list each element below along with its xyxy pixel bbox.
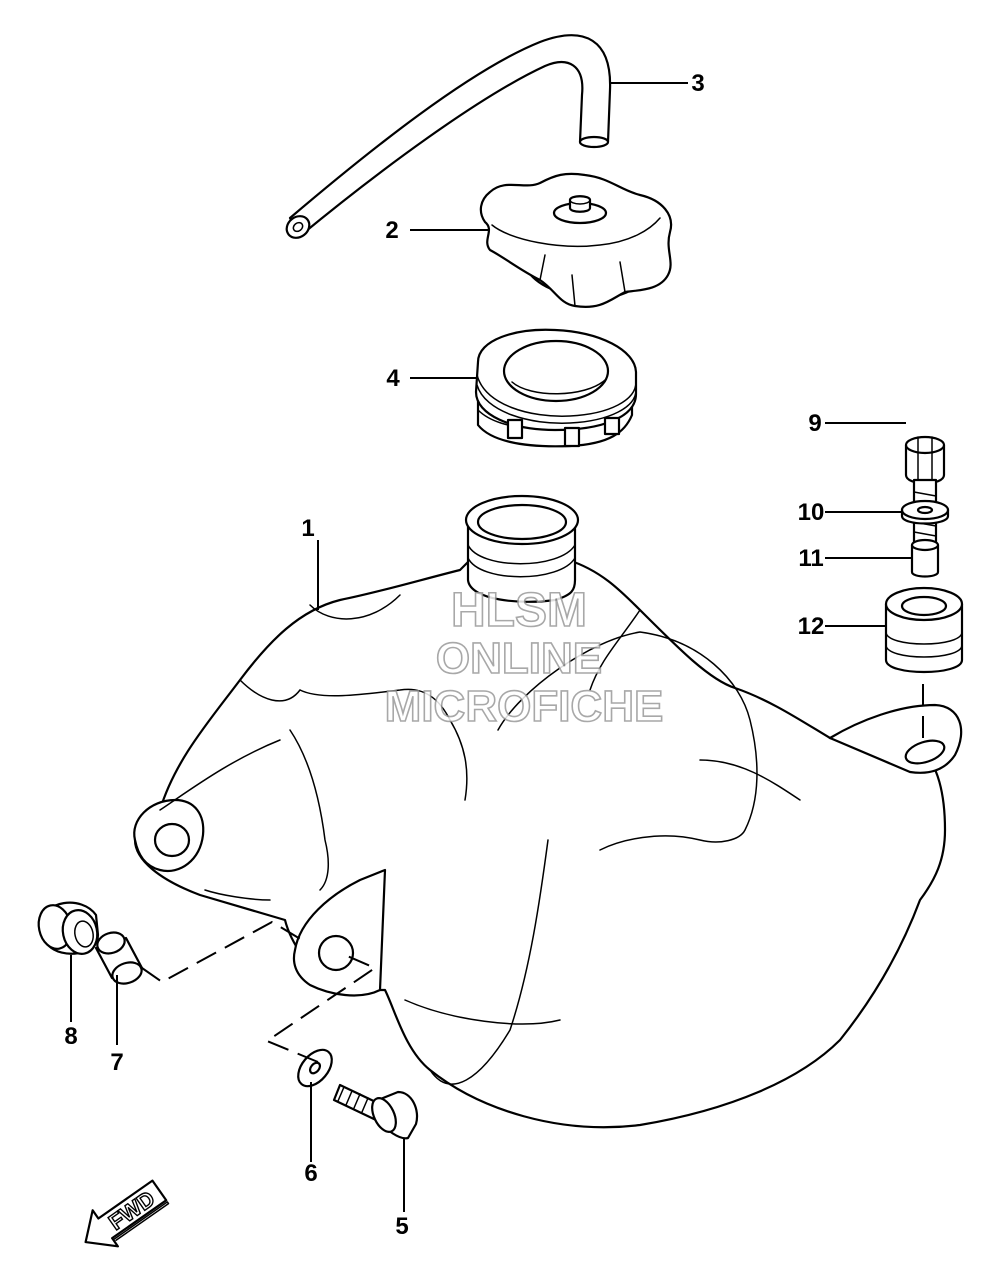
- callout-9: 9: [808, 410, 821, 437]
- watermark-line-2: ONLINE: [436, 634, 602, 683]
- callout-8: 8: [64, 1023, 77, 1050]
- callout-7: 7: [110, 1049, 123, 1076]
- fwd-direction-arrow: FWD: [84, 1179, 170, 1248]
- callout-1: 1: [301, 515, 314, 542]
- part-4-filler-ring: [474, 328, 638, 448]
- part-8-grommet: [37, 901, 100, 955]
- watermark-line-3: MICROFICHE: [385, 682, 664, 731]
- part-2-fuel-cap: [479, 172, 673, 308]
- assembly-dashed-lines: [141, 684, 924, 1063]
- part-12-grommet: [884, 586, 964, 674]
- callout-5: 5: [395, 1213, 408, 1240]
- part-1-fuel-tank: [133, 494, 963, 1129]
- callout-10: 10: [798, 499, 825, 526]
- callout-12: 12: [798, 613, 825, 640]
- part-6-washer: [297, 1048, 333, 1088]
- callout-3: 3: [691, 70, 704, 97]
- part-3-breather-hose: [285, 34, 612, 239]
- watermark-line-1: HLSM: [451, 584, 587, 637]
- callout-labels: 1 2 3 4 5 6 7 8 9 10 11 12: [64, 70, 824, 1240]
- callout-2: 2: [385, 217, 398, 244]
- part-11-collar: [910, 538, 940, 578]
- callout-4: 4: [386, 365, 400, 392]
- part-7-collar: [94, 931, 144, 985]
- callout-6: 6: [304, 1160, 317, 1187]
- leader-lines: [70, 82, 912, 1212]
- part-10-washer: [900, 499, 950, 525]
- part-5-bolt: [332, 1083, 419, 1140]
- callout-11: 11: [798, 545, 823, 572]
- watermark: HLSM ONLINE MICROFICHE: [384, 583, 664, 732]
